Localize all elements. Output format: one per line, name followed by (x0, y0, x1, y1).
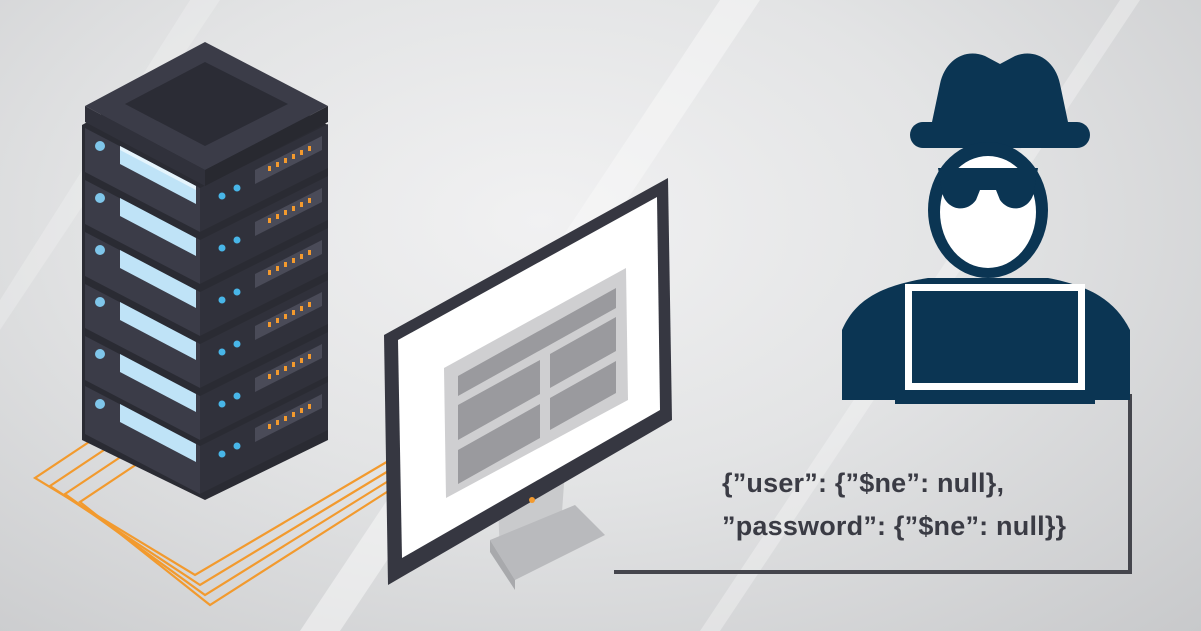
server-units (85, 42, 328, 494)
connector-line (614, 394, 1132, 574)
hacker-icon (842, 53, 1130, 404)
nosql-injection-payload: {”user”: {”$ne”: null}, ”password”: {”$n… (722, 462, 1122, 548)
network-cable-icon (32, 437, 391, 607)
payload-line-1: {”user”: {”$ne”: null}, (722, 468, 1005, 498)
payload-line-2: ”password”: {”$ne”: null}} (722, 511, 1067, 541)
monitor-icon (384, 178, 672, 590)
